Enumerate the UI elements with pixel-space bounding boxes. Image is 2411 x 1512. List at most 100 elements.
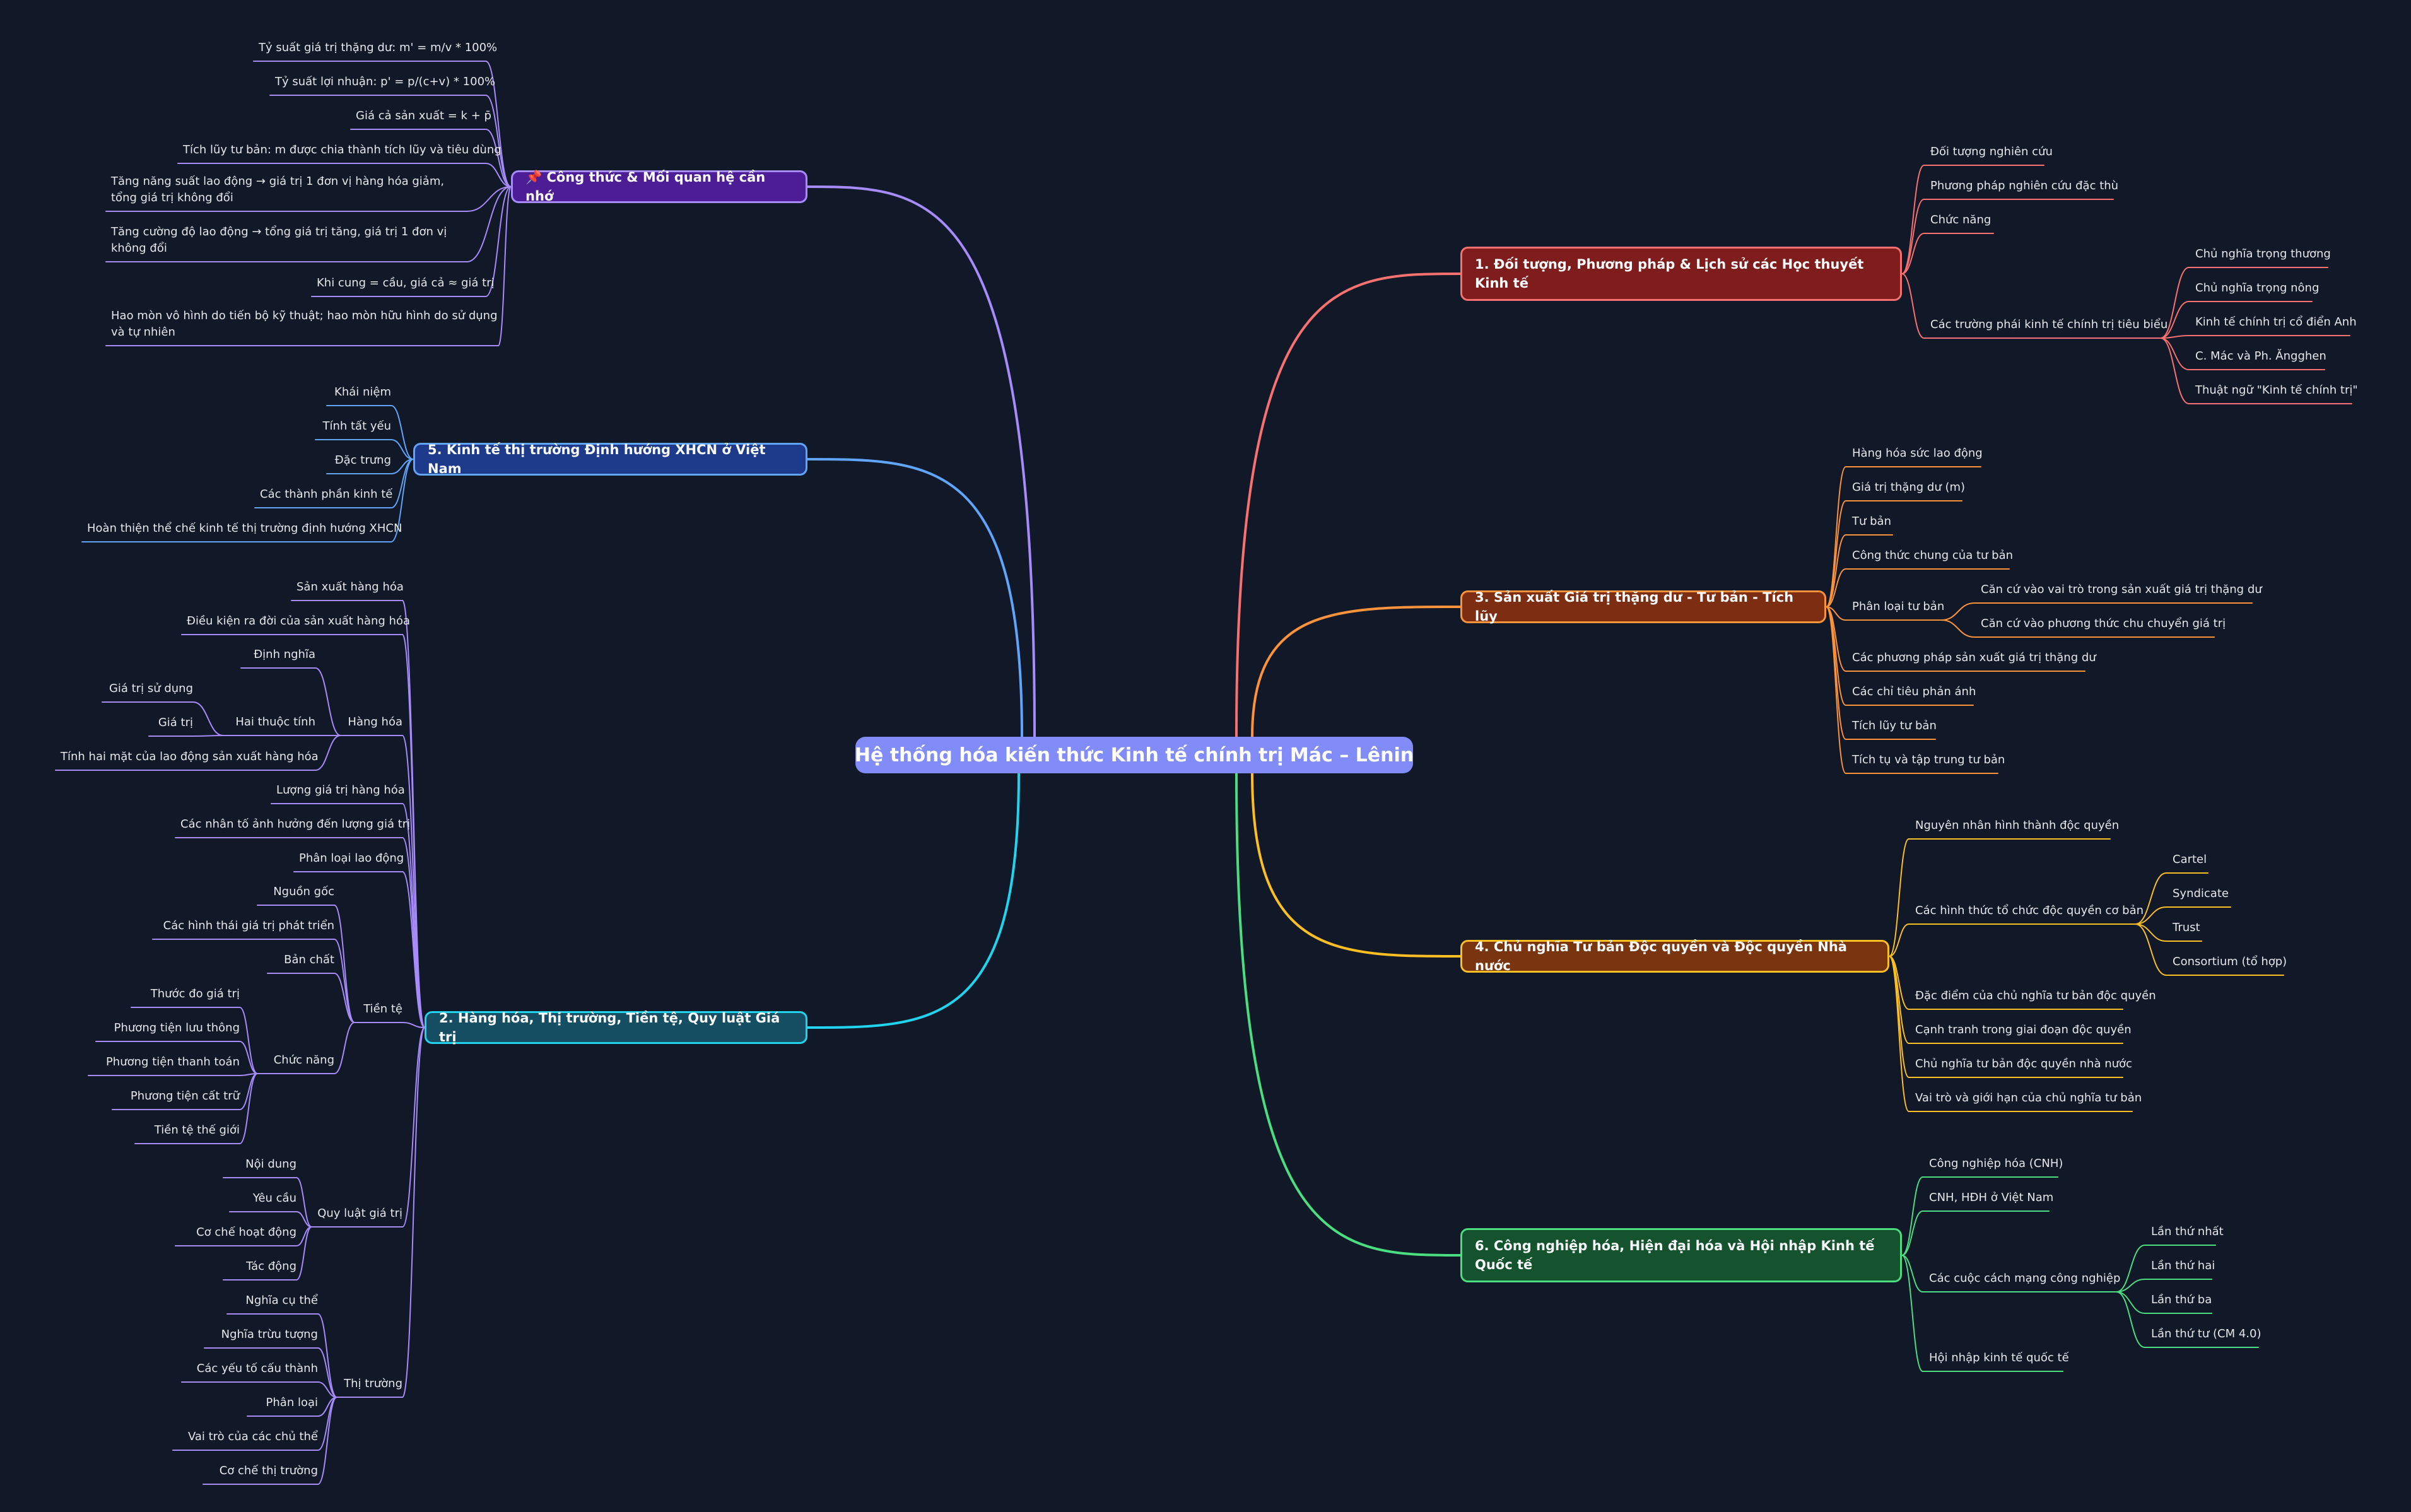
node-tang-cuong-do-lao-dong-tong-gia-tri-tang[interactable]: Tăng cường độ lao động → tổng giá trị tă… [111, 225, 447, 255]
node-cac-hinh-thai-gia-tri-phat-trien[interactable]: Các hình thái giá trị phát triển [163, 919, 334, 932]
branch-node-b5[interactable]: 5. Kinh tế thị trường Định hướng XHCN ở … [413, 442, 807, 476]
node-phan-loai-tu-ban[interactable]: Phân loại tư bản [1852, 600, 1945, 613]
node-dac-trung[interactable]: Đặc trưng [334, 454, 391, 467]
node-phuong-tien-luu-thong[interactable]: Phương tiện lưu thông [114, 1021, 240, 1034]
node-hao-mon-vo-hinh-do-tien-bo-ky-thuat-hao-[interactable]: Hao mòn vô hình do tiến bộ kỹ thuật; hao… [111, 309, 498, 339]
node-phuong-tien-cat-tru[interactable]: Phương tiện cất trữ [130, 1089, 240, 1103]
node-cnh-hdh-o-viet-nam[interactable]: CNH, HĐH ở Việt Nam [1929, 1191, 2054, 1204]
node-cac-cuoc-cach-mang-cong-nghiep[interactable]: Các cuộc cách mạng công nghiệp [1929, 1272, 2121, 1285]
node-chuc-nang[interactable]: Chức năng [1930, 213, 1992, 226]
node-gia-ca-san-xuat-k-p[interactable]: Giá cả sản xuất = k + p̄ [356, 109, 491, 122]
node-cong-thuc-chung-cua-tu-ban[interactable]: Công thức chung của tư bản [1852, 549, 2014, 562]
node-dieu-kien-ra-doi-cua-san-xuat-hang-hoa[interactable]: Điều kiện ra đời của sản xuất hàng hóa [187, 614, 411, 628]
node-cac-truong-phai-kinh-te-chinh-tri-tieu-b[interactable]: Các trường phái kinh tế chính trị tiêu b… [1930, 318, 2168, 331]
node-gia-tri-su-dung[interactable]: Giá trị sử dụng [109, 682, 193, 695]
node-trust[interactable]: Trust [2173, 921, 2200, 934]
node-nghia-truu-tuong[interactable]: Nghĩa trừu tượng [221, 1328, 318, 1341]
branch-link [806, 458, 1023, 738]
node-link [1901, 1255, 1923, 1292]
node-san-xuat-hang-hoa[interactable]: Sản xuất hàng hóa [296, 580, 404, 594]
node-hoi-nhap-kinh-te-quoc-te[interactable]: Hội nhập kinh tế quốc tế [1929, 1351, 2069, 1364]
node-gia-tri[interactable]: Giá trị [158, 716, 193, 729]
node-cac-yeu-to-cau-thanh[interactable]: Các yếu tố cấu thành [196, 1362, 318, 1375]
node-yeu-cau[interactable]: Yêu cầu [252, 1192, 296, 1205]
node-tu-ban[interactable]: Tư bản [1852, 515, 1891, 528]
branch-node-b0[interactable]: 📌 Công thức & Mối quan hệ cần nhớ [511, 170, 807, 204]
node-nghia-cu-the[interactable]: Nghĩa cụ thể [245, 1294, 318, 1307]
node-tich-tu-va-tap-trung-tu-ban[interactable]: Tích tụ và tập trung tư bản [1852, 753, 2005, 766]
node-link [485, 129, 512, 187]
node-cac-phuong-phap-san-xuat-gia-tri-thang-d[interactable]: Các phương pháp sản xuất giá trị thặng d… [1852, 651, 2096, 664]
node-thuoc-do-gia-tri[interactable]: Thước đo giá trị [150, 987, 240, 1000]
node-tinh-hai-mat-cua-lao-dong-san-xuat-hang-[interactable]: Tính hai mặt của lao động sản xuất hàng … [61, 750, 319, 763]
node-phuong-tien-thanh-toan[interactable]: Phương tiện thanh toán [105, 1055, 240, 1069]
node-ban-chat[interactable]: Bản chất [284, 953, 334, 966]
node-vai-tro-va-gioi-han-cua-chu-nghia-tu-ban[interactable]: Vai trò và giới hạn của chủ nghĩa tư bản [1915, 1091, 2142, 1105]
node-cartel[interactable]: Cartel [2173, 853, 2207, 866]
node-thi-truong[interactable]: Thị trường [344, 1377, 402, 1390]
node-tac-dong[interactable]: Tác động [246, 1260, 296, 1273]
node-hang-hoa[interactable]: Hàng hóa [348, 715, 402, 729]
node-phuong-phap-nghien-cuu-dac-thu[interactable]: Phương pháp nghiên cứu đặc thù [1930, 179, 2119, 192]
node-thuat-ngu-kinh-te-chinh-tri[interactable]: Thuật ngữ "Kinh tế chính trị" [2195, 384, 2358, 397]
node-lan-thu-nhat[interactable]: Lần thứ nhất [2151, 1225, 2224, 1238]
node-link [1889, 923, 1909, 957]
node-chu-nghia-trong-thuong[interactable]: Chủ nghĩa trọng thương [2195, 247, 2331, 261]
node-dinh-nghia[interactable]: Định nghĩa [254, 648, 315, 661]
node-quy-luat-gia-tri[interactable]: Quy luật giá trị [317, 1207, 402, 1220]
branch-link [1235, 772, 1462, 1257]
node-can-cu-vao-phuong-thuc-chu-chuyen-gia-tr[interactable]: Căn cứ vào phương thức chu chuyển giá tr… [1981, 617, 2226, 630]
node-kinh-te-chinh-tri-co-dien-anh[interactable]: Kinh tế chính trị cổ điển Anh [2195, 315, 2357, 329]
node-consortium-to-hop[interactable]: Consortium (tổ hợp) [2173, 955, 2287, 968]
node-tien-te[interactable]: Tiền tệ [363, 1002, 402, 1016]
node-lan-thu-hai[interactable]: Lần thứ hai [2151, 1259, 2215, 1272]
node-tien-te-the-gioi[interactable]: Tiền tệ thế giới [154, 1123, 240, 1137]
node-chuc-nang[interactable]: Chức năng [273, 1053, 334, 1067]
node-noi-dung[interactable]: Nội dung [245, 1157, 296, 1171]
node-doi-tuong-nghien-cuu[interactable]: Đối tượng nghiên cứu [1930, 145, 2053, 158]
node-syndicate[interactable]: Syndicate [2173, 887, 2229, 900]
node-tang-nang-suat-lao-dong-gia-tri-1-don-vi[interactable]: Tăng năng suất lao động → giá trị 1 đơn … [111, 175, 445, 204]
branch-node-b3[interactable]: 3. Sản xuất Giá trị thặng dư - Tư bản - … [1460, 590, 1826, 624]
node-ty-suat-loi-nhuan-p-p-c-v-100[interactable]: Tỷ suất lợi nhuận: p' = p/(c+v) * 100% [275, 75, 496, 88]
node-nguon-goc[interactable]: Nguồn gốc [273, 885, 334, 898]
node-hai-thuoc-tinh[interactable]: Hai thuộc tính [235, 715, 315, 729]
node-nguyen-nhan-hinh-thanh-doc-quyen[interactable]: Nguyên nhân hình thành độc quyền [1915, 819, 2120, 832]
node-chu-nghia-trong-nong[interactable]: Chủ nghĩa trọng nông [2195, 281, 2320, 295]
node-link [317, 1313, 337, 1398]
branch-node-b6[interactable]: 6. Công nghiệp hóa, Hiện đại hóa và Hội … [1460, 1228, 1902, 1282]
node-tich-luy-tu-ban-m-duoc-chia-thanh-tich-l[interactable]: Tích lũy tư bản: m được chia thành tích … [183, 143, 502, 156]
node-cac-nhan-to-anh-huong-den-luong-gia-tri[interactable]: Các nhân tố ảnh hưởng đến lượng giá trị [180, 818, 411, 831]
node-phan-loai[interactable]: Phân loại [266, 1396, 318, 1409]
node-vai-tro-cua-cac-chu-the[interactable]: Vai trò của các chủ thể [187, 1430, 318, 1443]
node-link [192, 701, 224, 736]
node-tich-luy-tu-ban[interactable]: Tích lũy tư bản [1852, 719, 1937, 732]
node-phan-loai-lao-dong[interactable]: Phân loại lao động [299, 852, 404, 865]
node-co-che-thi-truong[interactable]: Cơ chế thị trường [219, 1464, 318, 1477]
node-lan-thu-ba[interactable]: Lần thứ ba [2151, 1293, 2212, 1306]
node-can-cu-vao-vai-tro-trong-san-xuat-gia-tr[interactable]: Căn cứ vào vai trò trong sản xuất giá tr… [1981, 583, 2262, 596]
root-node[interactable]: Hệ thống hóa kiến thức Kinh tế chính trị… [855, 737, 1414, 773]
node-link [390, 459, 414, 542]
node-cac-chi-tieu-phan-anh[interactable]: Các chỉ tiêu phản ánh [1852, 685, 1976, 698]
node-cac-hinh-thuc-to-chuc-doc-quyen-co-ban[interactable]: Các hình thức tổ chức độc quyền cơ bản [1915, 904, 2144, 917]
node-dac-diem-cua-chu-nghia-tu-ban-doc-quyen[interactable]: Đặc điểm của chủ nghĩa tư bản độc quyền [1915, 989, 2156, 1002]
node-c-mac-va-ph-angghen[interactable]: C. Mác và Ph. Ăngghen [2195, 349, 2326, 363]
node-khai-niem[interactable]: Khái niệm [334, 385, 391, 399]
node-luong-gia-tri-hang-hoa[interactable]: Lượng giá trị hàng hóa [276, 783, 405, 797]
node-cac-thanh-phan-kinh-te[interactable]: Các thành phần kinh tế [260, 488, 393, 501]
node-hang-hoa-suc-lao-dong[interactable]: Hàng hóa sức lao động [1852, 447, 1983, 460]
node-cong-nghiep-hoa-cnh[interactable]: Công nghiệp hóa (CNH) [1929, 1157, 2063, 1170]
node-khi-cung-cau-gia-ca-gia-tri[interactable]: Khi cung = cầu, giá cả ≈ giá trị [317, 276, 495, 290]
branch-node-b2[interactable]: 2. Hàng hóa, Thị trường, Tiền tệ, Quy lu… [425, 1011, 807, 1045]
node-gia-tri-thang-du-m[interactable]: Giá trị thặng dư (m) [1852, 481, 1966, 494]
node-co-che-hoat-dong[interactable]: Cơ chế hoạt động [196, 1226, 296, 1239]
branch-node-b4[interactable]: 4. Chủ nghĩa Tư bản Độc quyền và Độc quy… [1460, 939, 1889, 973]
node-hoan-thien-the-che-kinh-te-thi-truong-di[interactable]: Hoàn thiện thể chế kinh tế thị trường đị… [87, 522, 402, 535]
node-ty-suat-gia-tri-thang-du-m-m-v-100[interactable]: Tỷ suất giá trị thặng dư: m' = m/v * 100… [259, 41, 498, 54]
node-canh-tranh-trong-giai-doan-doc-quyen[interactable]: Cạnh tranh trong giai đoạn độc quyền [1915, 1023, 2132, 1036]
node-lan-thu-tu-cm-4-0[interactable]: Lần thứ tư (CM 4.0) [2151, 1327, 2261, 1340]
node-tinh-tat-yeu[interactable]: Tính tất yếu [322, 419, 391, 433]
branch-node-b1[interactable]: 1. Đối tượng, Phương pháp & Lịch sử các … [1460, 247, 1902, 301]
node-chu-nghia-tu-ban-doc-quyen-nha-nuoc[interactable]: Chủ nghĩa tư bản độc quyền nhà nước [1915, 1057, 2132, 1070]
